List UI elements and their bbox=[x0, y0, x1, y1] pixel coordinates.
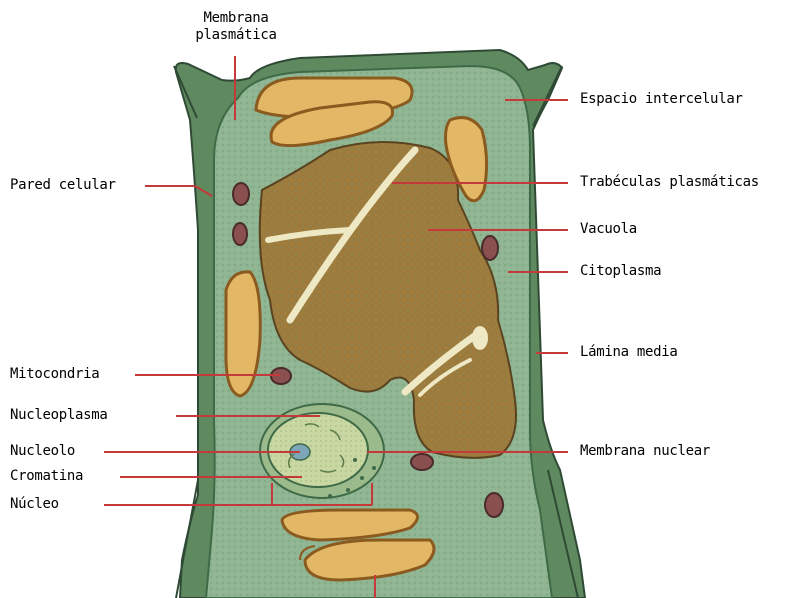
label-pared-celular: Pared celular bbox=[10, 177, 116, 194]
label-nucleoplasma: Nucleoplasma bbox=[10, 407, 108, 424]
label-membrana-plasmatica: Membrana plasmática bbox=[180, 10, 292, 44]
label-vacuola: Vacuola bbox=[580, 221, 637, 238]
label-membrana-line1: Membrana bbox=[180, 10, 292, 27]
label-membrana-line2: plasmática bbox=[180, 27, 292, 44]
label-espacio-intercelular: Espacio intercelular bbox=[580, 91, 743, 108]
label-mitocondria: Mitocondria bbox=[10, 366, 99, 383]
label-nucleolo: Nucleolo bbox=[10, 443, 75, 460]
label-cromatina: Cromatina bbox=[10, 468, 83, 485]
label-trabeculas: Trabéculas plasmáticas bbox=[580, 174, 759, 191]
label-nucleo: Núcleo bbox=[10, 496, 59, 513]
label-lamina-media: Lámina media bbox=[580, 344, 678, 361]
label-membrana-nuclear: Membrana nuclear bbox=[580, 443, 710, 460]
label-citoplasma: Citoplasma bbox=[580, 263, 661, 280]
strand-knob bbox=[472, 326, 488, 350]
